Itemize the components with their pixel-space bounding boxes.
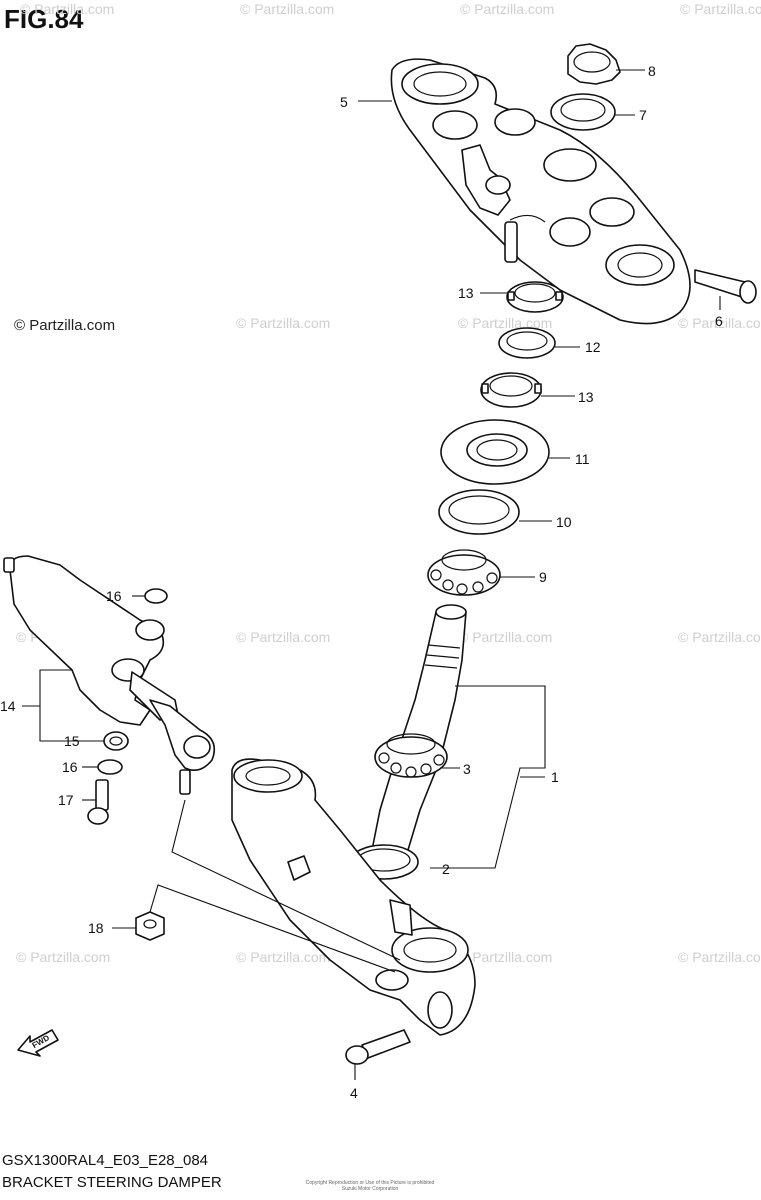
callout-11: 11	[575, 451, 590, 467]
watermark-group: © Partzilla.com © Partzilla.com © Partzi…	[14, 1, 761, 965]
model-code: GSX1300RAL4_E03_E28_084	[2, 1152, 209, 1169]
callout-10: 10	[556, 514, 572, 530]
watermark: © Partzilla.com	[20, 1, 114, 17]
dust-seal-part-11	[440, 419, 550, 485]
callout-16-lower: 16	[62, 759, 78, 775]
callout-13-lower: 13	[578, 389, 594, 405]
watermark: © Partzilla.com	[16, 949, 110, 965]
leader-lines	[22, 69, 721, 1080]
upper-bearing-part-9	[427, 549, 501, 596]
callout-6: 6	[715, 313, 723, 329]
washer-part-12	[498, 327, 556, 359]
steering-stem-part-1	[369, 604, 467, 861]
washer-part-16-lower	[97, 759, 123, 775]
callout-17: 17	[58, 792, 74, 808]
bearing-race-part-10	[438, 489, 520, 535]
watermark: © Partzilla.com	[458, 315, 552, 331]
bolt-part-4	[345, 1029, 411, 1065]
watermark: © Partzilla.com	[458, 629, 552, 645]
callout-8: 8	[648, 63, 656, 79]
watermark: © Partzilla.com	[460, 1, 554, 17]
callout-12: 12	[585, 339, 601, 355]
steering-damper-part-14	[3, 555, 216, 795]
lower-bracket	[231, 758, 476, 1036]
callout-9: 9	[539, 569, 547, 585]
fwd-arrow-icon: FWD	[17, 1029, 59, 1057]
callout-7: 7	[639, 107, 647, 123]
callout-2: 2	[442, 861, 450, 877]
watermark: © Partzilla.com	[680, 1, 761, 17]
lower-bearing-part-3	[374, 733, 448, 778]
watermark: © Partzilla.com	[678, 629, 761, 645]
lock-nut-part-13-upper	[506, 281, 564, 313]
callout-13-upper: 13	[458, 285, 474, 301]
callout-3: 3	[463, 761, 471, 777]
figure-title: FIG.84	[4, 4, 84, 34]
watermark: © Partzilla.com	[236, 629, 330, 645]
upper-bracket-part-5	[390, 58, 691, 325]
callout-15: 15	[64, 733, 80, 749]
watermark-primary: © Partzilla.com	[14, 317, 115, 334]
copyright-note: Copyright Reproduction or Use of this Pi…	[305, 1180, 435, 1192]
steering-stem-nut-part-8	[567, 43, 621, 85]
callout-1: 1	[551, 769, 559, 785]
callout-4: 4	[350, 1085, 358, 1101]
watermark: © Partzilla.com	[240, 1, 334, 17]
callout-5: 5	[340, 94, 348, 110]
watermark: © Partzilla.com	[458, 949, 552, 965]
watermark: © Partzilla.com	[236, 315, 330, 331]
washer-part-7	[550, 93, 616, 131]
watermark: © Partzilla.com	[236, 949, 330, 965]
bush-part-15	[103, 731, 129, 751]
washer-part-16-upper	[144, 588, 168, 604]
watermark: © Partzilla.com	[678, 315, 761, 331]
bolt-part-17	[87, 779, 109, 825]
nut-part-18	[135, 911, 165, 941]
watermark: © Partzilla.com	[678, 949, 761, 965]
lock-nut-part-13-lower	[480, 372, 542, 408]
callout-14: 14	[0, 698, 16, 714]
figure-name: BRACKET STEERING DAMPER	[2, 1174, 222, 1191]
callouts: 5 8 7 6 13 12 13 11 10 9 1 3 2 4 14 16 1…	[0, 63, 723, 1101]
callout-18: 18	[88, 920, 104, 936]
bolt-part-6	[694, 269, 757, 304]
callout-16-upper: 16	[106, 588, 122, 604]
